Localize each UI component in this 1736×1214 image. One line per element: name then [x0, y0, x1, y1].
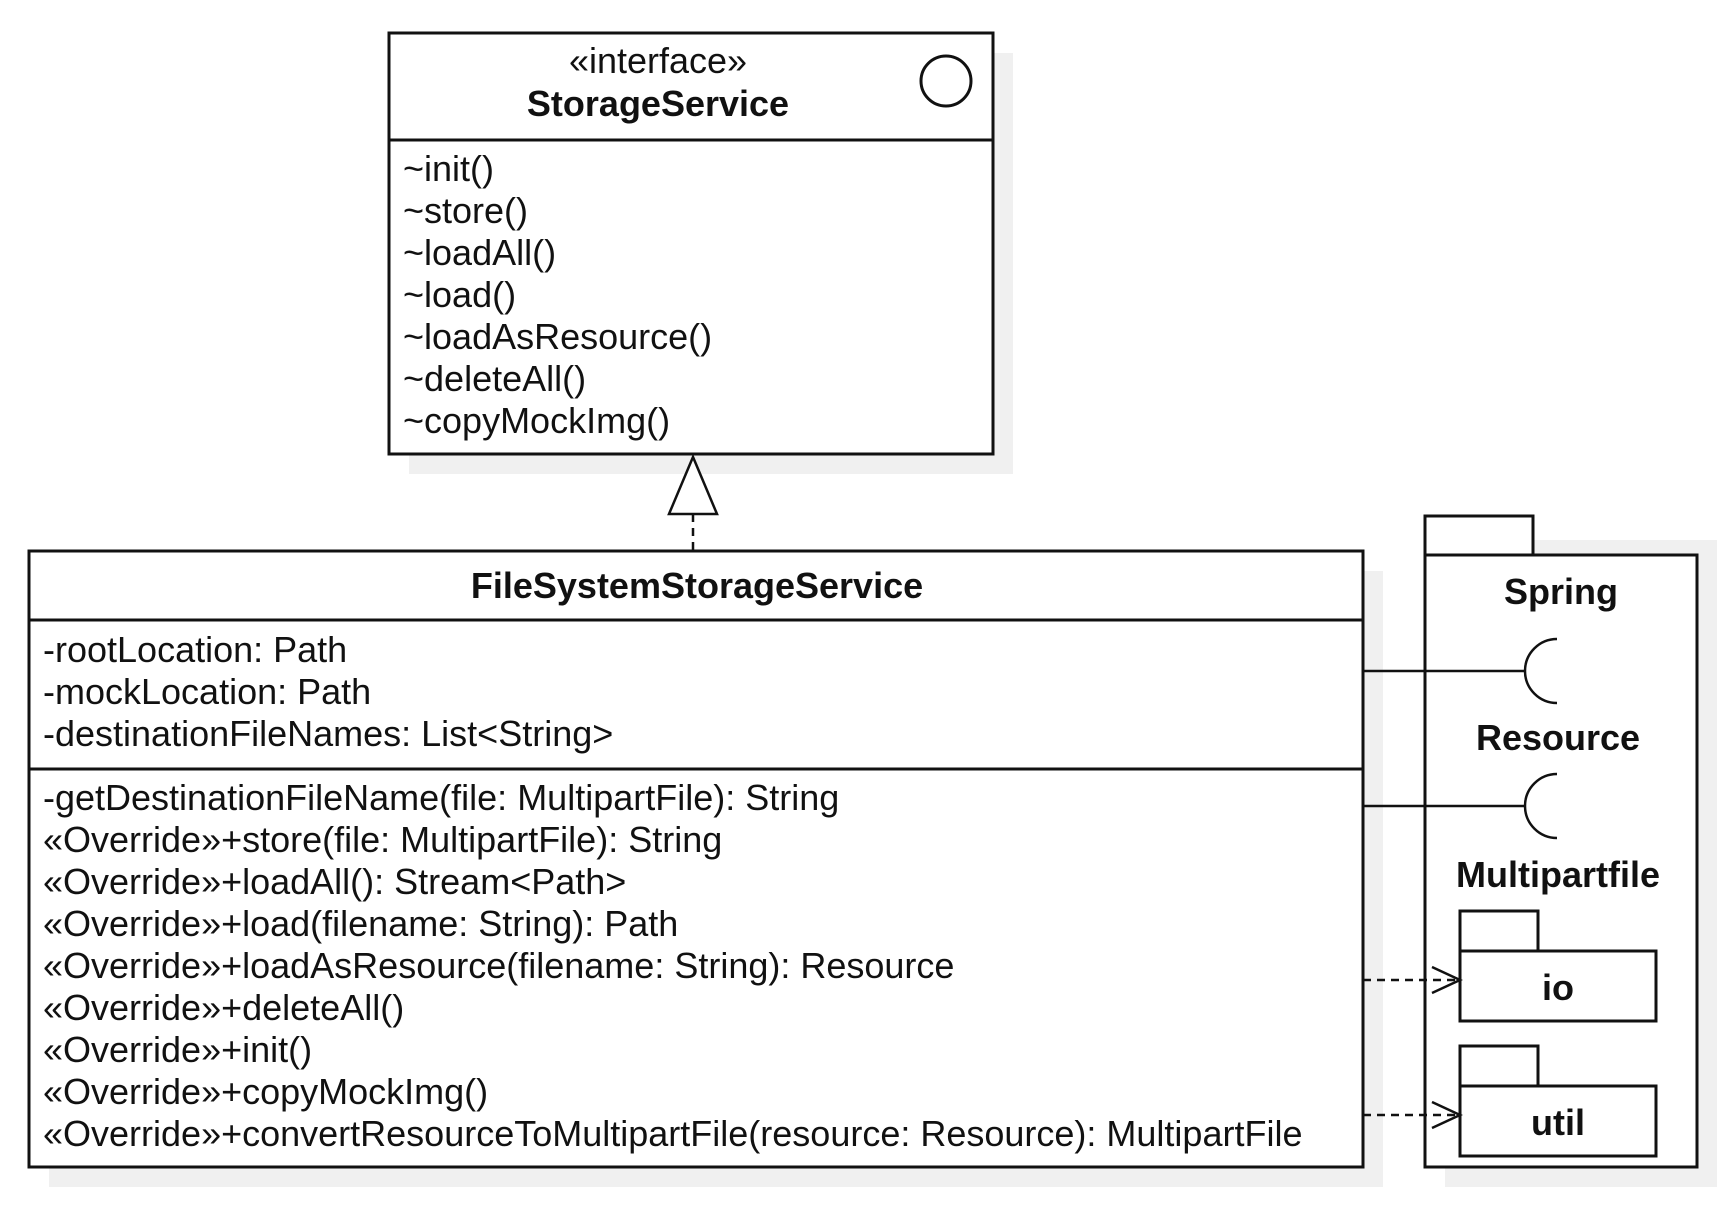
package-tab	[1423, 514, 1535, 557]
class-box	[27, 549, 1365, 1169]
interface-operation: ~load()	[403, 274, 516, 315]
package-name: Spring	[1504, 571, 1618, 612]
package-spring[interactable]: Spring Resource Multipartfile io util	[1363, 514, 1699, 1169]
dependency-arrowhead	[1431, 965, 1463, 995]
interface-stereotype: «interface»	[569, 40, 747, 81]
interface-operation: ~init()	[403, 148, 494, 189]
class-operation: «Override»+load(filename: String): Path	[43, 903, 678, 944]
class-attribute: -mockLocation: Path	[43, 671, 371, 712]
class-operation: «Override»+init()	[43, 1029, 312, 1070]
class-operation: «Override»+deleteAll()	[43, 987, 404, 1028]
class-operation: «Override»+loadAll(): Stream<Path>	[43, 861, 626, 902]
interface-circle-icon	[919, 54, 973, 108]
subpackage-io[interactable]: io	[1458, 909, 1658, 1023]
subpackage-name: io	[1542, 967, 1574, 1008]
class-operation: «Override»+loadAsResource(filename: Stri…	[43, 945, 954, 986]
dependency-arrow-io	[1363, 965, 1463, 995]
dependency-arrow-util	[1363, 1100, 1463, 1130]
interface-box	[387, 31, 995, 456]
subpackage-name: util	[1531, 1102, 1585, 1143]
interface-label: Resource	[1476, 717, 1640, 758]
class-operation: «Override»+store(file: MultipartFile): S…	[43, 819, 722, 860]
required-interface-multipartfile[interactable]: Multipartfile	[1363, 772, 1660, 895]
subpackage-body	[1458, 949, 1658, 1023]
multipartfile-socket-icon	[1523, 772, 1558, 840]
class-name: FileSystemStorageService	[471, 565, 923, 606]
realization-arrow	[667, 453, 719, 550]
dependency-arrowhead	[1431, 1100, 1463, 1130]
subpackage-body	[1458, 1084, 1658, 1158]
subpackage-util[interactable]: util	[1458, 1044, 1658, 1158]
interface-name: StorageService	[527, 83, 789, 124]
resource-socket-icon	[1523, 637, 1558, 705]
class-file-system-storage-service[interactable]: FileSystemStorageService -rootLocation: …	[27, 549, 1365, 1169]
interface-storage-service[interactable]: «interface» StorageService ~init() ~stor…	[387, 31, 995, 456]
realization-arrowhead	[667, 453, 719, 516]
subpackage-tab	[1458, 909, 1540, 953]
required-interface-resource[interactable]: Resource	[1363, 637, 1640, 758]
class-operation: -getDestinationFileName(file: MultipartF…	[43, 777, 839, 818]
interface-operation: ~loadAll()	[403, 232, 556, 273]
interface-label: Multipartfile	[1456, 854, 1660, 895]
class-operation: «Override»+convertResourceToMultipartFil…	[43, 1113, 1302, 1154]
interface-operation: ~copyMockImg()	[403, 400, 670, 441]
subpackage-tab	[1458, 1044, 1540, 1088]
class-operation: «Override»+copyMockImg()	[43, 1071, 488, 1112]
class-attribute: -rootLocation: Path	[43, 629, 347, 670]
class-attribute: -destinationFileNames: List<String>	[43, 713, 613, 754]
interface-operation: ~deleteAll()	[403, 358, 586, 399]
interface-operation: ~store()	[403, 190, 528, 231]
interface-operation: ~loadAsResource()	[403, 316, 712, 357]
